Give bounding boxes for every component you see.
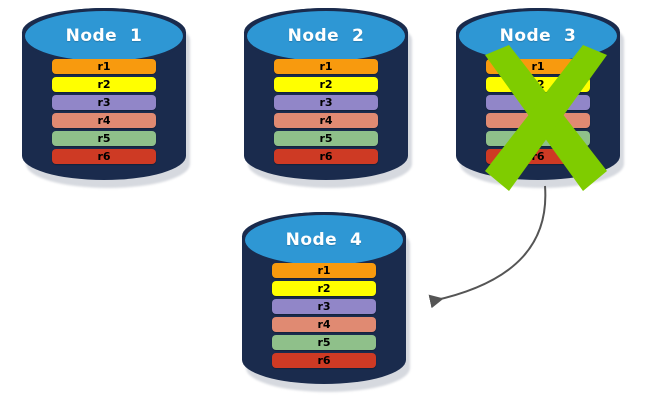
node-2-row-r2: r2 <box>274 77 378 92</box>
node-4-row-r2: r2 <box>272 281 376 296</box>
node-4-row-r1: r1 <box>272 263 376 278</box>
node-1[interactable]: Node 1 r1 r2 r3 r4 r5 r6 <box>22 8 190 188</box>
node-3-row-r1: r1 <box>486 59 590 74</box>
node-3-row-r3: r3 <box>486 95 590 110</box>
node-4-rows: r1 r2 r3 r4 r5 r6 <box>272 263 376 368</box>
node-1-label: Node 1 <box>65 26 143 46</box>
node-3-label: Node 3 <box>499 26 577 46</box>
node-3-row-r4: r4 <box>486 113 590 128</box>
node-1-row-r6: r6 <box>52 149 156 164</box>
node-2-row-r5: r5 <box>274 131 378 146</box>
node-3-rows: r1 r2 r3 r4 r5 r6 <box>486 59 590 164</box>
node-4-label: Node 4 <box>285 230 363 250</box>
node-2-label: Node 2 <box>287 26 365 46</box>
node-1-row-r2: r2 <box>52 77 156 92</box>
node-1-rows: r1 r2 r3 r4 r5 r6 <box>52 59 156 164</box>
node-2-rows: r1 r2 r3 r4 r5 r6 <box>274 59 378 164</box>
node-3-row-r2: r2 <box>486 77 590 92</box>
node-3-row-r6: r6 <box>486 149 590 164</box>
node-4-row-r4: r4 <box>272 317 376 332</box>
node-1-row-r3: r3 <box>52 95 156 110</box>
node-4-row-r6: r6 <box>272 353 376 368</box>
node-3[interactable]: Node 3 r1 r2 r3 r4 r5 r6 <box>456 8 624 188</box>
node-2[interactable]: Node 2 r1 r2 r3 r4 r5 r6 <box>244 8 412 188</box>
connector-path <box>428 185 547 309</box>
node-1-row-r4: r4 <box>52 113 156 128</box>
node-4[interactable]: Node 4 r1 r2 r3 r4 r5 r6 <box>242 212 410 392</box>
node-2-row-r4: r4 <box>274 113 378 128</box>
node-2-row-r1: r1 <box>274 59 378 74</box>
node-4-row-r5: r5 <box>272 335 376 350</box>
node-1-row-r5: r5 <box>52 131 156 146</box>
node-2-row-r3: r3 <box>274 95 378 110</box>
node-1-row-r1: r1 <box>52 59 156 74</box>
node-4-row-r3: r3 <box>272 299 376 314</box>
node-2-row-r6: r6 <box>274 149 378 164</box>
node-3-row-r5: r5 <box>486 131 590 146</box>
